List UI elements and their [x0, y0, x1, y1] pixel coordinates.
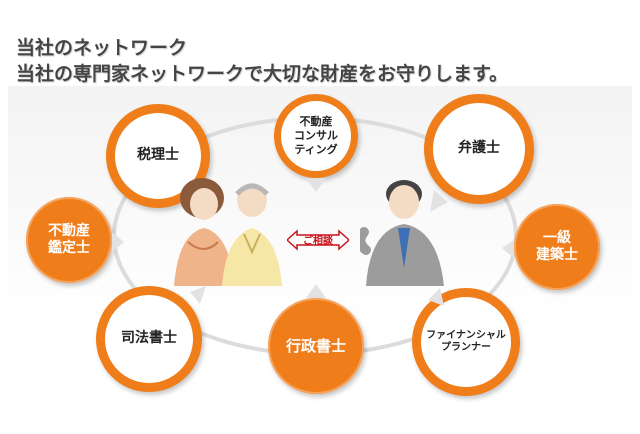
node-judicial-scrivener-label: 司法書士 [105, 295, 193, 383]
consult-arrow [287, 229, 349, 251]
consult-label: ご相談 [303, 236, 333, 247]
node-financial-planner-label: ファイナンシャル プランナー [421, 297, 511, 387]
page-subtitle: 当社の専門家ネットワークで大切な財産をお守りします。 [16, 63, 509, 85]
node-financial-planner: ファイナンシャル プランナー [412, 288, 520, 396]
page-title: 当社のネットワーク [16, 37, 188, 59]
node-real-estate-consulting: 不動産 コンサル ティング [274, 94, 358, 178]
node-administrative-scrivener: 行政書士 [268, 298, 364, 394]
node-lawyer: 弁護士 [424, 94, 534, 204]
node-administrative-scrivener-label: 行政書士 [268, 298, 364, 394]
clients-illustration [174, 178, 282, 286]
node-architect: 一級 建築士 [514, 204, 600, 290]
node-architect-label: 一級 建築士 [514, 204, 600, 290]
node-real-estate-consulting-label: 不動産 コンサル ティング [281, 101, 351, 171]
advisor-illustration [360, 180, 444, 286]
node-judicial-scrivener: 司法書士 [96, 286, 202, 392]
node-real-estate-appraiser: 不動産 鑑定士 [26, 197, 112, 283]
node-lawyer-label: 弁護士 [433, 103, 525, 195]
node-real-estate-appraiser-label: 不動産 鑑定士 [26, 197, 112, 283]
